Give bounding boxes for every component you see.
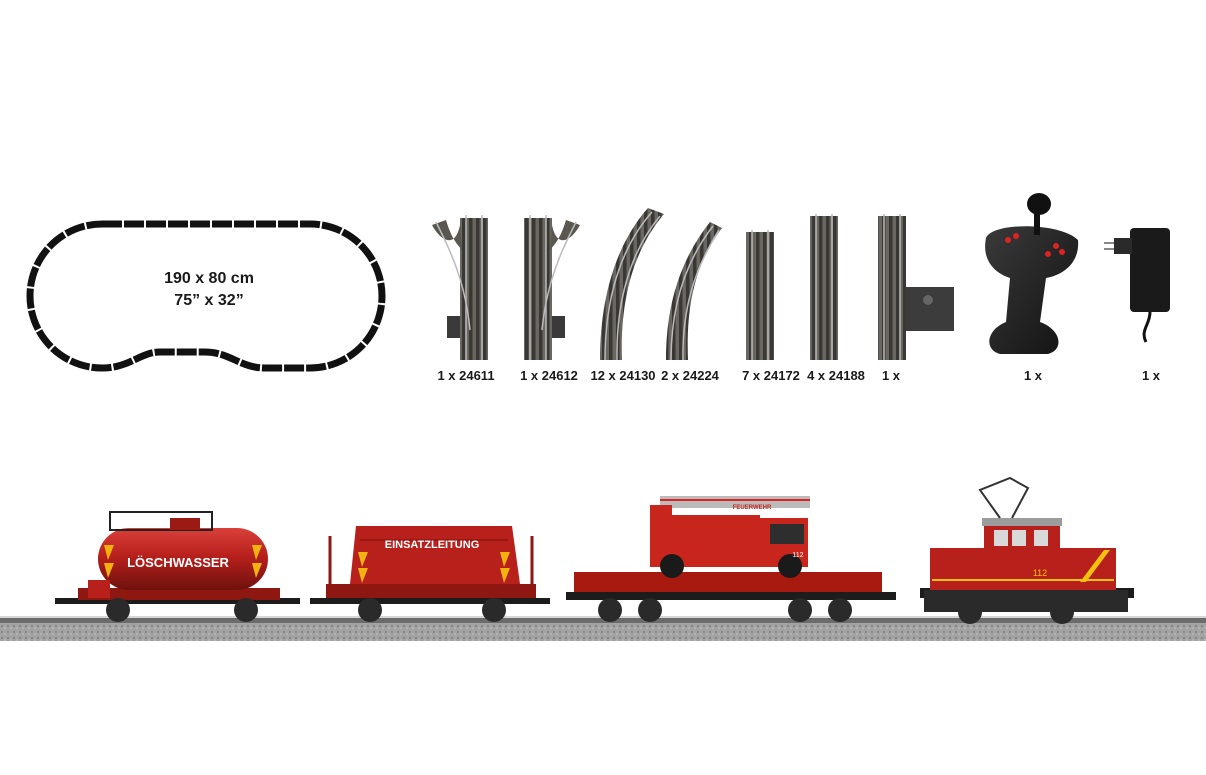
tank-car [55,511,300,622]
straight-track-24172-image [746,230,774,360]
curved-track-24224-image [666,222,722,361]
left-turnout-image [432,215,488,360]
label-controller: 1 x [1023,368,1043,383]
locomotive [920,476,1134,624]
loco-number: 112 [1033,568,1047,578]
truck-text: FEUERWEHR [733,505,772,511]
layout-size-imperial: 75” x 32” [174,292,244,309]
flat-car [310,526,550,622]
straight-track-24188-image [810,214,838,360]
controller-image [985,193,1079,354]
label-feeder-track: 1 x [881,368,901,383]
tank-car-text: LÖSCHWASSER [127,555,229,570]
label-power-adapter: 1 x [1141,368,1161,383]
label-curved-24224: 2 x 24224 [661,368,719,383]
track-layout-diagram [26,220,386,372]
flat-car-text: EINSATZLEITUNG [385,539,480,551]
truck-number: 112 [792,552,803,559]
label-straight-24172: 7 x 24172 [742,368,800,383]
curved-track-24130-image [600,208,664,361]
label-curved-24130: 12 x 24130 [590,368,656,383]
track-bed [0,616,1206,641]
label-straight-24188: 4 x 24188 [807,368,865,383]
fire-truck-car [566,496,896,622]
label-right-turnout: 1 x 24612 [520,368,578,383]
feeder-track-image [878,214,954,360]
layout-size-metric: 190 x 80 cm [164,270,254,287]
power-adapter-image [1104,228,1170,343]
right-turnout-image [524,215,580,360]
label-left-turnout: 1 x 24611 [437,368,495,383]
